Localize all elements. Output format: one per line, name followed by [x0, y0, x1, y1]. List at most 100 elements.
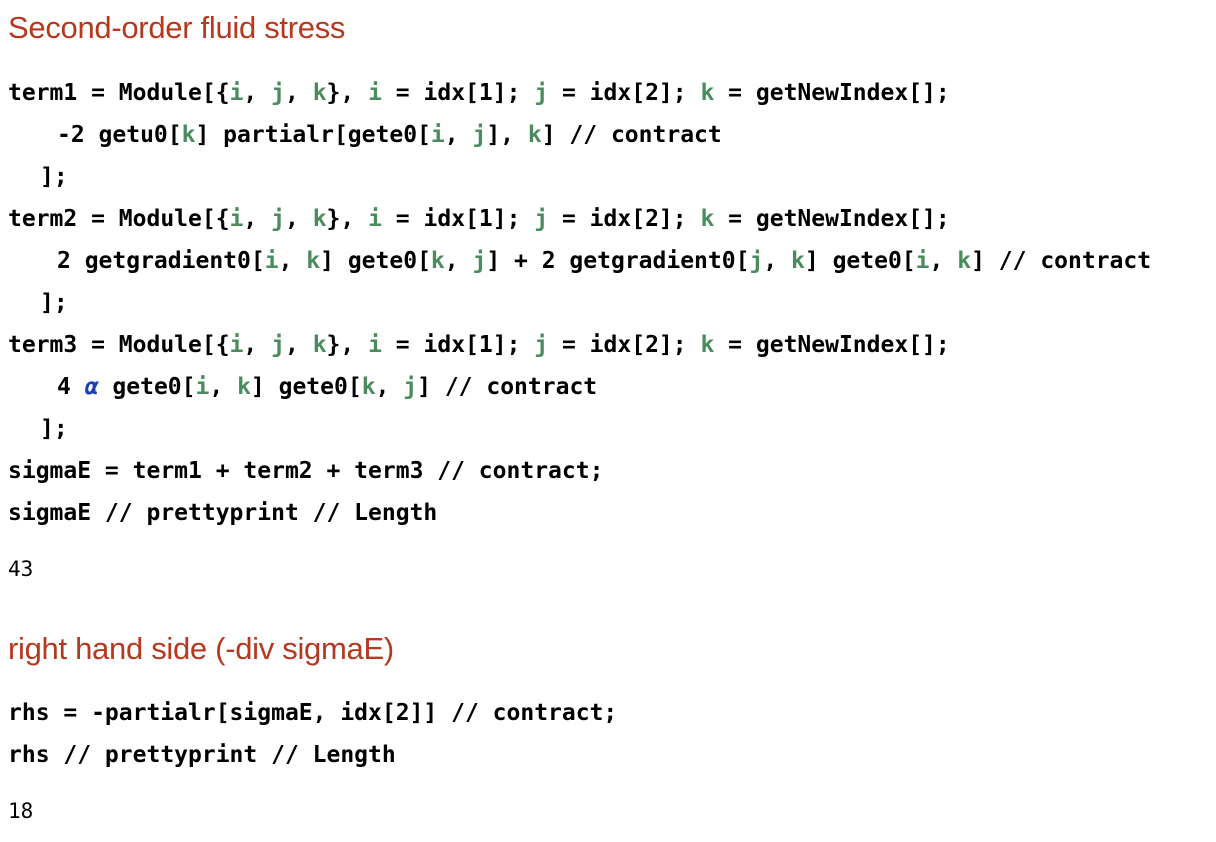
index-variable: i: [430, 122, 445, 148]
index-variable: k: [430, 248, 445, 274]
code-token: rhs = -partialr[sigmaE, idx[2]] // contr…: [8, 700, 618, 726]
code-token: term1 = Module[{: [8, 80, 230, 106]
code-token: ];: [40, 416, 68, 442]
input-line[interactable]: sigmaE = term1 + term2 + term3 // contra…: [8, 460, 603, 483]
index-variable: j: [271, 206, 285, 232]
index-variable: k: [957, 248, 972, 274]
index-variable: k: [700, 332, 715, 358]
code-token: = idx[2];: [548, 80, 701, 106]
index-variable: j: [534, 206, 549, 232]
input-line[interactable]: term3 = Module[{i, j, k}, i = idx[1]; j …: [8, 334, 950, 357]
code-token: ] // contract: [971, 248, 1152, 274]
index-variable: j: [534, 332, 549, 358]
code-token: term3 = Module[{: [8, 332, 230, 358]
code-token: 4: [57, 374, 85, 400]
input-line[interactable]: term2 = Module[{i, j, k}, i = idx[1]; j …: [8, 208, 950, 231]
code-token: ] gete0[: [804, 248, 916, 274]
input-line[interactable]: -2 getu0[k] partialr[gete0[i, j], k] // …: [57, 124, 722, 147]
input-line[interactable]: 2 getgradient0[i, k] gete0[k, j] + 2 get…: [57, 250, 1151, 273]
input-line[interactable]: term1 = Module[{i, j, k}, i = idx[1]; j …: [8, 82, 950, 105]
index-variable: k: [312, 206, 327, 232]
code-token: ,: [209, 374, 238, 400]
code-token: = getNewIndex[];: [714, 332, 950, 358]
code-token: ,: [243, 80, 272, 106]
index-variable: i: [195, 374, 210, 400]
code-token: = idx[2];: [548, 332, 701, 358]
index-variable: i: [229, 80, 244, 106]
code-token: ];: [40, 164, 68, 190]
input-line[interactable]: 4 α gete0[i, k] gete0[k, j] // contract: [57, 376, 597, 399]
code-token: ] partialr[gete0[: [195, 122, 431, 148]
index-variable: k: [527, 122, 542, 148]
code-token: -2 getu0[: [57, 122, 182, 148]
code-token: ,: [284, 80, 313, 106]
index-variable: k: [237, 374, 251, 400]
code-token: = getNewIndex[];: [714, 80, 950, 106]
code-token: ,: [444, 248, 473, 274]
section-title-right-hand-side: right hand side (-div sigmaE): [8, 631, 394, 666]
code-token: ,: [444, 122, 473, 148]
greek-symbol: α: [84, 374, 99, 400]
index-variable: i: [368, 332, 382, 358]
code-token: ,: [243, 206, 272, 232]
code-token: ] + 2 getgradient0[: [486, 248, 750, 274]
index-variable: k: [306, 248, 321, 274]
code-token: 2 getgradient0[: [57, 248, 265, 274]
index-variable: i: [264, 248, 279, 274]
index-variable: i: [915, 248, 930, 274]
input-line[interactable]: ];: [40, 166, 68, 189]
code-token: = getNewIndex[];: [714, 206, 950, 232]
input-line[interactable]: ];: [40, 292, 68, 315]
code-token: ,: [284, 206, 313, 232]
output-cell: 43: [8, 557, 34, 581]
code-token: },: [326, 206, 369, 232]
code-token: ] // contract: [541, 122, 722, 148]
code-token: ,: [284, 332, 313, 358]
code-token: ,: [929, 248, 958, 274]
index-variable: j: [534, 80, 549, 106]
code-token: },: [326, 332, 369, 358]
code-token: sigmaE // prettyprint // Length: [8, 500, 438, 526]
input-line[interactable]: sigmaE // prettyprint // Length: [8, 502, 437, 525]
code-token: term2 = Module[{: [8, 206, 230, 232]
index-variable: k: [361, 374, 376, 400]
index-variable: k: [312, 332, 327, 358]
code-token: ];: [40, 290, 68, 316]
index-variable: i: [229, 206, 244, 232]
code-token: = idx[1];: [381, 332, 535, 358]
code-token: ] gete0[: [320, 248, 431, 274]
index-variable: k: [700, 206, 715, 232]
index-variable: j: [472, 248, 487, 274]
code-token: },: [326, 80, 369, 106]
code-token: ] // contract: [417, 374, 598, 400]
code-token: ],: [486, 122, 528, 148]
index-variable: i: [368, 80, 382, 106]
index-variable: j: [403, 374, 418, 400]
code-token: rhs // prettyprint // Length: [8, 742, 396, 768]
code-token: ,: [763, 248, 792, 274]
output-cell: 18: [8, 799, 34, 823]
input-line[interactable]: rhs // prettyprint // Length: [8, 744, 396, 767]
index-variable: j: [472, 122, 487, 148]
code-token: ,: [278, 248, 307, 274]
index-variable: j: [271, 80, 285, 106]
index-variable: i: [368, 206, 382, 232]
index-variable: k: [312, 80, 327, 106]
index-variable: j: [749, 248, 764, 274]
section-title-fluid-stress: Second-order fluid stress: [8, 10, 346, 45]
code-token: = idx[2];: [548, 206, 701, 232]
code-token: ,: [243, 332, 272, 358]
index-variable: k: [791, 248, 805, 274]
code-token: ,: [375, 374, 404, 400]
code-token: gete0[: [98, 374, 196, 400]
index-variable: j: [271, 332, 285, 358]
input-line[interactable]: ];: [40, 418, 68, 441]
input-line[interactable]: rhs = -partialr[sigmaE, idx[2]] // contr…: [8, 702, 617, 725]
code-token: ] gete0[: [250, 374, 362, 400]
index-variable: i: [229, 332, 244, 358]
code-token: = idx[1];: [381, 206, 535, 232]
index-variable: k: [700, 80, 715, 106]
index-variable: k: [181, 122, 196, 148]
code-token: = idx[1];: [381, 80, 535, 106]
code-token: sigmaE = term1 + term2 + term3 // contra…: [8, 458, 604, 484]
